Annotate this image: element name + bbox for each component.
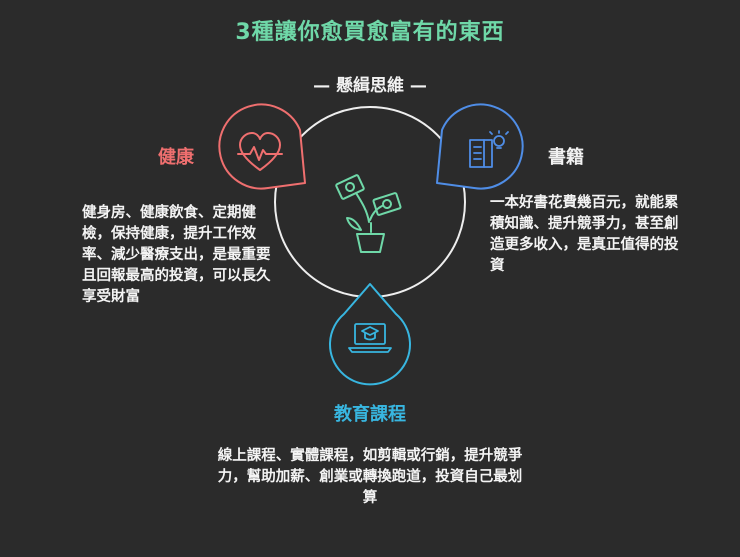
subtitle: — 懸緝思維 — — [313, 76, 427, 96]
education-node[interactable] — [329, 283, 411, 386]
education-label: 教育課程 — [334, 404, 406, 425]
laptop-graduation-cap-icon — [348, 323, 392, 353]
health-drop-shape — [218, 103, 306, 190]
heart-pulse-icon — [237, 132, 283, 171]
books-node[interactable] — [436, 103, 524, 190]
health-label: 健康 — [158, 147, 194, 168]
books-description: 一本好書花費幾百元，就能累積知識、提升競爭力，甚至創造更多收入，是真正值得的投資 — [490, 195, 679, 274]
health-node[interactable] — [218, 103, 306, 190]
health-description: 健身房、健康飲食、定期健檢，保持健康，提升工作效率、減少醫療支出，是最重要且回報… — [82, 205, 271, 305]
money-plant-icon — [335, 174, 402, 253]
books-label: 書籍 — [548, 147, 584, 168]
page-title: 3種讓你愈買愈富有的東西 — [235, 20, 505, 45]
center-ring — [274, 106, 466, 298]
education-description: 線上課程、實體課程，如剪輯或行銷，提升競爭力，幫助加薪、創業或轉換跑道，投資自己… — [217, 448, 523, 506]
book-lightbulb-icon — [469, 130, 509, 168]
